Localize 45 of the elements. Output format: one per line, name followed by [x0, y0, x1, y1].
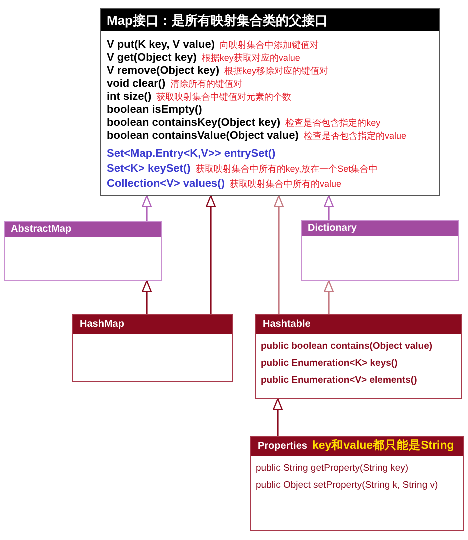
method-signature: Set<K> keySet(): [107, 163, 191, 176]
method-signature: V get(Object key): [107, 52, 197, 65]
abstract-class-box: [4, 221, 162, 281]
method-comment: 根据key移除对应的键值对: [224, 65, 329, 78]
inheritance-arrow: [142, 195, 152, 221]
abstract-class-box: [301, 220, 459, 281]
method-signature: V remove(Object key): [107, 65, 220, 78]
method-comment: 获取映射集合中所有的value: [230, 178, 342, 191]
method-signature: void clear(): [107, 78, 166, 91]
method-comment: 获取映射集合中所有的key,放在一个Set集合中: [196, 163, 378, 176]
method-signature: V put(K key, V value): [107, 39, 215, 52]
class-name: AbstractMap: [11, 224, 72, 234]
method-signature: public Enumeration<K> keys(): [261, 358, 399, 370]
method-signature: Collection<V> values(): [107, 178, 225, 191]
method-signature: boolean isEmpty(): [107, 104, 202, 117]
method-signature: Set<Map.Entry<K,V>> entrySet(): [107, 148, 276, 161]
method-signature: int size(): [107, 91, 152, 104]
method-signature: boolean containsKey(Object key): [107, 117, 281, 130]
method-signature: boolean containsValue(Object value): [107, 130, 299, 143]
class-name: Properties: [258, 442, 308, 452]
inheritance-arrow: [324, 195, 334, 220]
inheritance-arrow: [142, 280, 152, 314]
class-box: [72, 314, 233, 382]
method-comment: 检查是否包含指定的value: [304, 130, 406, 143]
method-comment: 检查是否包含指定的key: [286, 117, 381, 130]
inheritance-arrow: [324, 280, 334, 314]
interface-box: [100, 8, 440, 196]
class-name: Dictionary: [308, 224, 357, 234]
inheritance-arrow: [273, 398, 283, 436]
inheritance-arrow: [274, 195, 284, 314]
method-signature: public Enumeration<V> elements(): [261, 375, 418, 387]
class-name: HashMap: [80, 320, 124, 330]
method-comment: 向映射集合中添加键值对: [220, 39, 319, 52]
method-comment: 清除所有的键值对: [170, 78, 243, 91]
method-comment: 获取映射集合中键值对元素的个数: [156, 91, 292, 104]
class-box: [255, 314, 462, 399]
method-signature: public String getProperty(String key): [256, 463, 410, 475]
class-box: [250, 436, 464, 531]
class-note: key和value都只能是String: [312, 440, 454, 452]
method-signature: public Object setProperty(String k, String v): [256, 480, 440, 492]
class-name: Hashtable: [263, 320, 311, 330]
method-signature: public boolean contains(Object value): [261, 341, 434, 353]
inheritance-arrow: [206, 195, 216, 314]
interface-title: Map接口：是所有映射集合类的父接口: [107, 14, 328, 26]
method-comment: 根据key获取对应的value: [202, 52, 300, 65]
